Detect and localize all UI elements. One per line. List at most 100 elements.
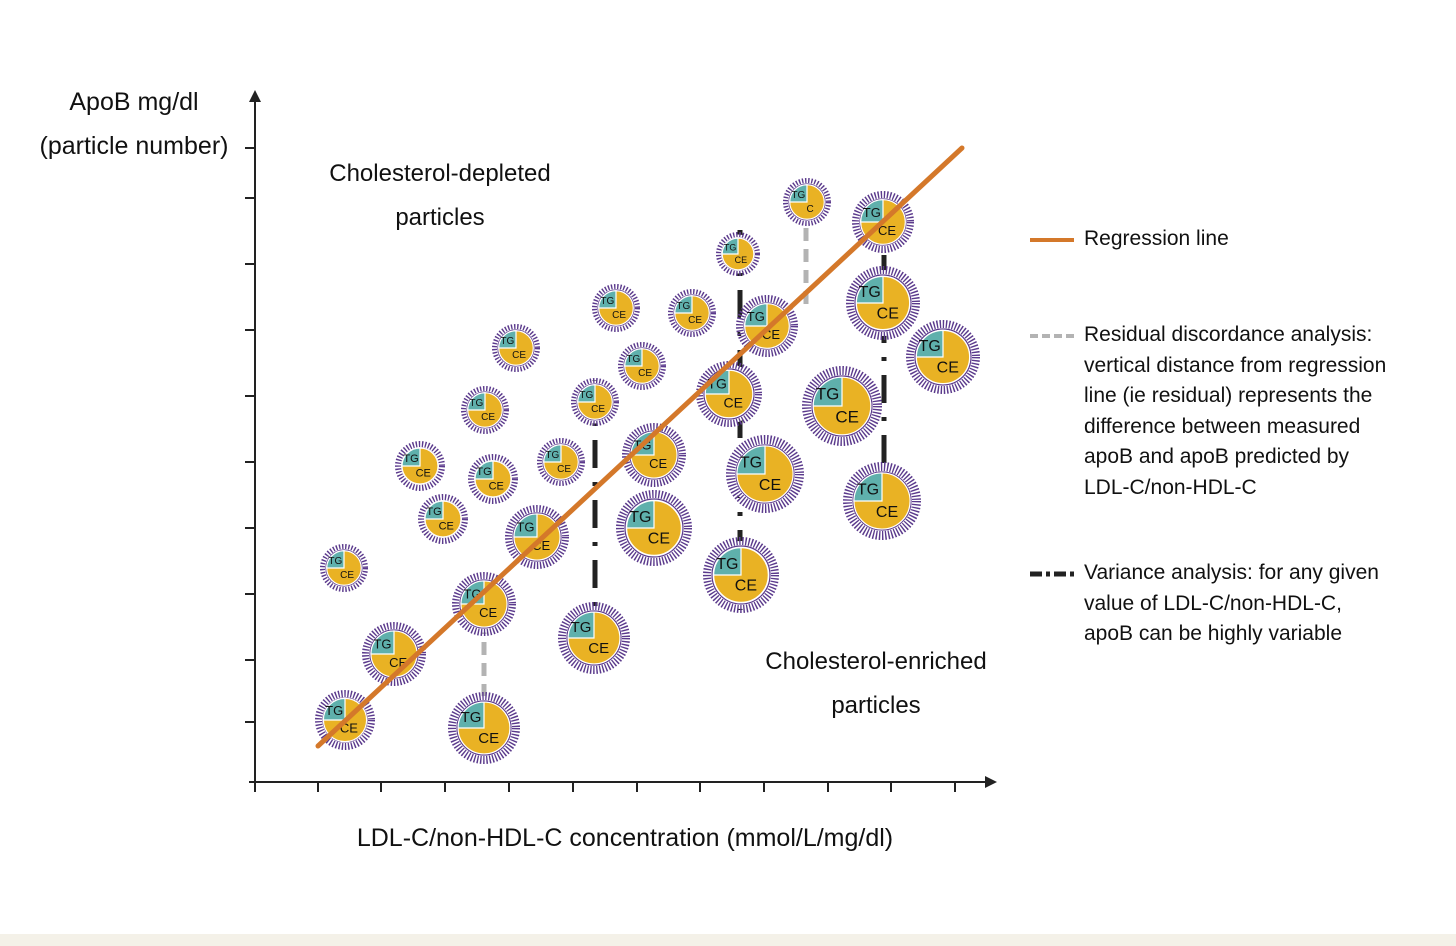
legend-residual-line: apoB and apoB predicted by [1084, 445, 1350, 468]
legend-variance-label: Variance analysis: for any given value o… [1084, 558, 1444, 650]
tg-label: TG [461, 709, 482, 726]
ce-label: CE [479, 605, 497, 620]
legend-residual-line: Residual discordance analysis: [1084, 323, 1373, 346]
tg-label: TG [328, 556, 342, 567]
lipoprotein-particle: TG CE [726, 435, 804, 513]
lipoprotein-particle: TG CE [906, 320, 980, 394]
axes [245, 90, 997, 792]
cholesterol-depleted-label: Cholesterol-depleted particles [300, 152, 580, 240]
y-axis-title-line2: (particle number) [39, 132, 229, 160]
tg-label: TG [600, 296, 614, 307]
legend-regression-label: Regression line [1084, 227, 1229, 250]
tg-label: TG [747, 309, 765, 324]
legend-residual-line: line (ie residual) represents the [1084, 384, 1373, 407]
tg-label: TG [571, 619, 592, 636]
lipoprotein-particle: TG CE [461, 386, 509, 434]
legend-variance-line: apoB can be highly variable [1084, 622, 1343, 645]
cholesterol-enriched-label: Cholesterol-enriched particles [738, 640, 1014, 728]
legend-variance-line: value of LDL-C/non-HDL-C, [1084, 591, 1342, 615]
y-axis-title-line1: ApoB mg/dl [69, 88, 199, 116]
tg-label: TG [859, 284, 881, 301]
tg-label: TG [545, 450, 559, 461]
ce-label: CE [835, 408, 859, 427]
lipoprotein-particle: TG CE [395, 441, 445, 491]
tg-label: TG [403, 453, 418, 465]
lipoprotein-particle: TG CE [571, 378, 619, 426]
ce-label: CE [724, 395, 743, 411]
tg-label: TG [373, 637, 391, 652]
ce-label: CE [340, 570, 354, 581]
legend-residual-line: LDL-C/non-HDL-C [1084, 475, 1257, 499]
tg-label: TG [863, 205, 881, 220]
tg-label: TG [919, 338, 941, 355]
lipoprotein-particle: TG CE [802, 366, 882, 446]
legend-regression-swatch [1030, 238, 1074, 242]
lipoprotein-particle: TG CE [716, 232, 760, 276]
tg-label: TG [791, 190, 805, 201]
tg-label: TG [740, 455, 762, 472]
ce-label: CE [735, 578, 757, 595]
tg-label: TG [516, 520, 534, 535]
lipoprotein-particle: TG CE [448, 692, 520, 764]
ce-label: CE [591, 404, 605, 415]
tg-label: TG [676, 301, 690, 312]
legend-residual-line: difference between measured [1084, 414, 1361, 438]
legend-residual-label: Residual discordance analysis: vertical … [1084, 320, 1444, 503]
tg-label: TG [724, 242, 737, 252]
tg-label: TG [626, 354, 640, 365]
legend-residual-line: vertical distance from regression [1084, 353, 1387, 377]
ce-label: CE [489, 480, 504, 492]
ce-label: CE [638, 368, 652, 379]
ce-label: CE [481, 412, 495, 423]
tg-label: TG [629, 509, 651, 526]
enriched-line2: particles [831, 692, 921, 719]
depleted-line1: Cholesterol-depleted [329, 160, 551, 187]
ce-label: CE [937, 359, 959, 376]
ce-label: CE [648, 531, 670, 548]
ce-label: CE [876, 504, 898, 521]
lipoprotein-particle: TG CE [616, 490, 692, 566]
regression-layer [315, 145, 965, 749]
tg-label: TG [469, 398, 483, 409]
ce-label: CE [439, 520, 454, 532]
lipoprotein-particle: TG CE [468, 454, 518, 504]
lipoprotein-particle: TG CE [592, 284, 640, 332]
ce-label: CE [735, 255, 748, 265]
lipoprotein-particle: TG CE [846, 266, 920, 340]
tg-label: TG [857, 482, 879, 499]
lipoprotein-particle: TG CE [558, 602, 630, 674]
ce-label: CE [612, 310, 626, 321]
y-axis-title: ApoB mg/dl (particle number) [20, 80, 248, 168]
ce-label: CE [649, 456, 667, 471]
ce-label: CE [878, 223, 896, 238]
ce-label: CE [512, 350, 526, 361]
ce-label: CE [877, 305, 899, 322]
x-axis-title: LDL-C/non-HDL-C concentration (mmol/L/mg… [356, 824, 894, 852]
tg-label: TG [579, 390, 593, 401]
lipoprotein-particle: TG CE [618, 342, 666, 390]
ce-label: CE [588, 640, 609, 657]
ce-label: C [806, 204, 813, 215]
tg-label: TG [476, 466, 491, 478]
ce-label: CE [416, 467, 431, 479]
legend-residual-swatch [1030, 334, 1074, 338]
lipoprotein-particle: TG CE [320, 544, 368, 592]
depleted-line2: particles [395, 204, 485, 231]
ce-label: CE [759, 477, 781, 494]
ce-label: CE [478, 730, 499, 747]
tg-label: TG [325, 703, 343, 718]
tg-label: TG [816, 385, 840, 404]
footer-band [0, 934, 1456, 946]
lipoprotein-particle: TG CE [843, 462, 921, 540]
regression-line [315, 145, 965, 749]
